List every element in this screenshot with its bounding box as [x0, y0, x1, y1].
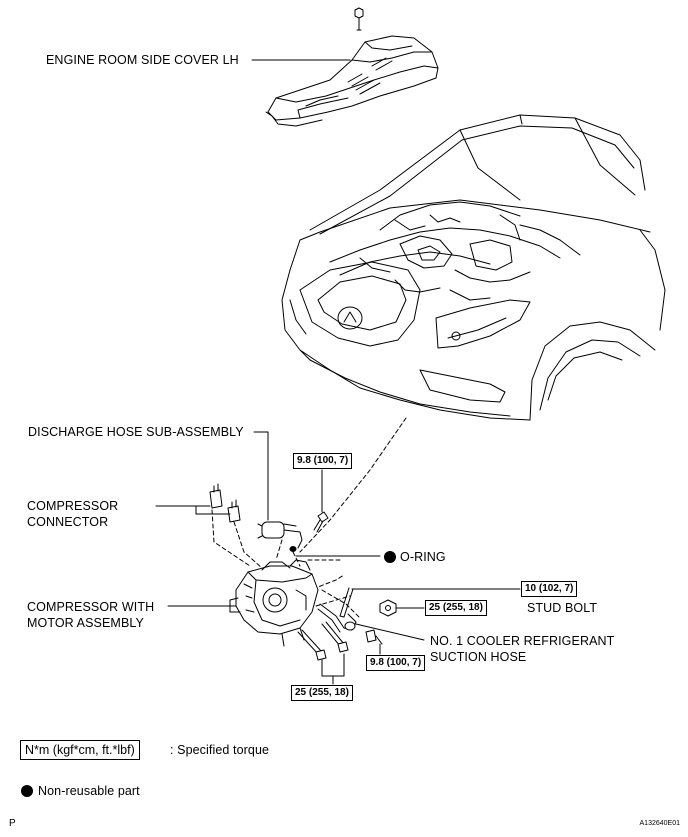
torque-stud-bolt: 10 (102, 7): [521, 581, 578, 597]
stud-bolt-drawing: [339, 587, 354, 618]
torque-suction-bolt: 9.8 (100, 7): [366, 655, 426, 671]
suction-hose-drawing: [317, 603, 357, 633]
label-stud-bolt: STUD BOLT: [527, 601, 598, 615]
label-compressor-connector-line2: CONNECTOR: [27, 515, 109, 529]
label-compressor-motor-line2: MOTOR ASSEMBLY: [27, 616, 144, 630]
compressor-connector-drawing: [209, 483, 241, 523]
label-suction-hose-line2: SUCTION HOSE: [430, 650, 527, 664]
legend-nonreusable-text: Non-reusable part: [38, 784, 140, 798]
hose-bolt-drawing: [313, 511, 329, 533]
o-ring-marker: [384, 551, 396, 563]
nut-drawing: [379, 599, 397, 617]
leader-suction-hose: [355, 623, 425, 641]
label-engine-room-side-cover: ENGINE ROOM SIDE COVER LH: [46, 53, 239, 67]
location-dash-line: [299, 417, 407, 553]
discharge-hose-drawing: [257, 521, 303, 552]
legend-torque-text: : Specified torque: [170, 743, 270, 757]
legend-torque-unit: N*m (kgf*cm, ft.*lbf): [20, 740, 140, 760]
footer-figure-id: A132640E01: [639, 820, 680, 827]
footer-left-mark: P: [9, 818, 16, 829]
nonreusable-legend-marker: [21, 785, 33, 797]
compressor-bolts-drawing: [297, 621, 349, 661]
torque-compressor-bolts: 25 (255, 18): [291, 685, 353, 701]
label-compressor-connector-line1: COMPRESSOR: [27, 499, 119, 513]
label-suction-hose-line1: NO. 1 COOLER REFRIGERANT: [430, 634, 615, 648]
leader-compressor-connector: [155, 505, 231, 515]
torque-hose-bolt-top: 9.8 (100, 7): [293, 453, 353, 469]
suction-bolt-drawing: [365, 629, 383, 645]
leader-compressor-bolts: [321, 653, 345, 685]
vehicle-front-drawing: [281, 114, 666, 421]
torque-nut: 25 (255, 18): [425, 600, 487, 616]
label-compressor-motor-line1: COMPRESSOR WITH: [27, 600, 155, 614]
label-discharge-hose: DISCHARGE HOSE SUB-ASSEMBLY: [28, 425, 244, 439]
engine-room-side-cover-drawing: [265, 7, 439, 127]
compressor-drawing: [229, 559, 319, 647]
leader-discharge-hose: [253, 431, 269, 521]
label-o-ring: O-RING: [400, 550, 446, 564]
